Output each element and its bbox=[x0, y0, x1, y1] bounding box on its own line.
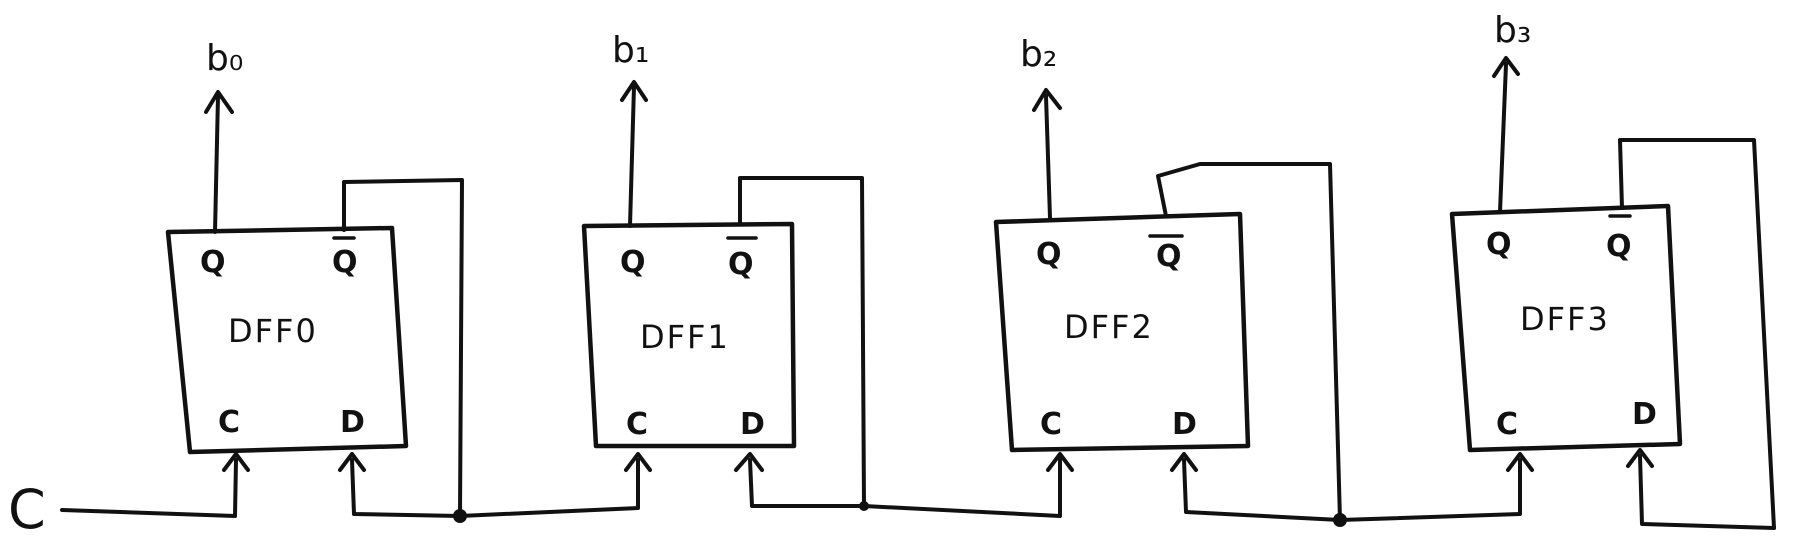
dff1-c-label: C bbox=[626, 407, 648, 442]
dff3-q-label: Q bbox=[1486, 227, 1512, 262]
dff2-d-arrow bbox=[1170, 452, 1198, 472]
dff0-d-label: D bbox=[340, 405, 365, 440]
dff2-output-label: b₂ bbox=[1020, 34, 1057, 75]
dff2-qbar-label: Q bbox=[1156, 239, 1182, 274]
dff0-block: Q Q DFF0 C D b₀ bbox=[165, 38, 464, 518]
dff0-qbar-feedback-wire bbox=[342, 178, 464, 518]
dff0-c-label: C bbox=[218, 405, 240, 440]
dff3-d-label: D bbox=[1632, 397, 1657, 432]
stage-1-2-wire bbox=[862, 454, 1062, 518]
dff2-output-arrow bbox=[1032, 88, 1062, 112]
dff1-qbar-label: Q bbox=[728, 247, 754, 282]
dff1-output-label: b₁ bbox=[612, 30, 649, 71]
dff2-qbar-feedback-wire bbox=[1156, 162, 1342, 522]
dff3-qbar-feedback-wire bbox=[1618, 138, 1776, 530]
dff0-c-arrow bbox=[222, 452, 250, 472]
dff3-name: DFF3 bbox=[1520, 300, 1610, 338]
dff2-block: Q Q DFF2 C D b₂ bbox=[993, 34, 1342, 522]
dff3-output-label: b₃ bbox=[1494, 10, 1531, 51]
dff0-box bbox=[165, 225, 409, 455]
dff3-output-arrow bbox=[1492, 56, 1520, 78]
stage-0-1-wire bbox=[458, 458, 640, 518]
dff0-output-label: b₀ bbox=[206, 38, 243, 79]
dff0-d-arrow bbox=[338, 452, 366, 472]
stage-2-3-wire bbox=[1338, 458, 1522, 522]
dff1-block: Q Q DFF1 C D b₁ bbox=[581, 30, 866, 508]
dff2-c-label: C bbox=[1040, 407, 1062, 442]
dff2-d-input-wire bbox=[1182, 458, 1342, 522]
dff1-q-output-wire bbox=[628, 84, 636, 228]
dff1-box bbox=[581, 221, 797, 449]
dff3-block: Q Q DFF3 C D b₃ bbox=[1449, 10, 1776, 530]
dff3-qbar-label: Q bbox=[1606, 229, 1632, 264]
dff3-d-input-wire bbox=[1638, 454, 1776, 530]
dff0-q-output-wire bbox=[213, 94, 220, 234]
dff0-q-label: Q bbox=[200, 245, 226, 280]
dff2-c-arrow bbox=[1046, 452, 1074, 472]
dff0-qbar-label: Q bbox=[332, 245, 358, 280]
dff3-c-label: C bbox=[1496, 407, 1518, 442]
clock-wire bbox=[60, 458, 238, 518]
dff1-c-arrow bbox=[624, 452, 652, 472]
dff2-q-label: Q bbox=[1036, 237, 1062, 272]
dff0-output-arrow bbox=[204, 90, 234, 114]
dff1-d-label: D bbox=[740, 407, 765, 442]
dff3-c-arrow bbox=[1506, 452, 1534, 472]
dff3-d-arrow bbox=[1626, 448, 1654, 468]
dff0-name: DFF0 bbox=[228, 312, 318, 350]
dff1-output-arrow bbox=[620, 80, 648, 102]
dff1-name: DFF1 bbox=[640, 318, 730, 356]
clock-input-label: C bbox=[8, 478, 46, 541]
dff3-box bbox=[1449, 203, 1683, 453]
dff1-d-arrow bbox=[734, 452, 764, 472]
dff2-box bbox=[993, 211, 1251, 453]
dff1-qbar-feedback-wire bbox=[738, 176, 866, 508]
dff1-d-input-wire bbox=[748, 458, 866, 508]
dff1-q-label: Q bbox=[620, 245, 646, 280]
dff2-q-output-wire bbox=[1044, 94, 1052, 220]
dff0-d-input-wire bbox=[350, 458, 462, 518]
dff3-q-output-wire bbox=[1498, 62, 1508, 214]
dff2-d-label: D bbox=[1172, 407, 1197, 442]
dff2-name: DFF2 bbox=[1064, 308, 1154, 346]
